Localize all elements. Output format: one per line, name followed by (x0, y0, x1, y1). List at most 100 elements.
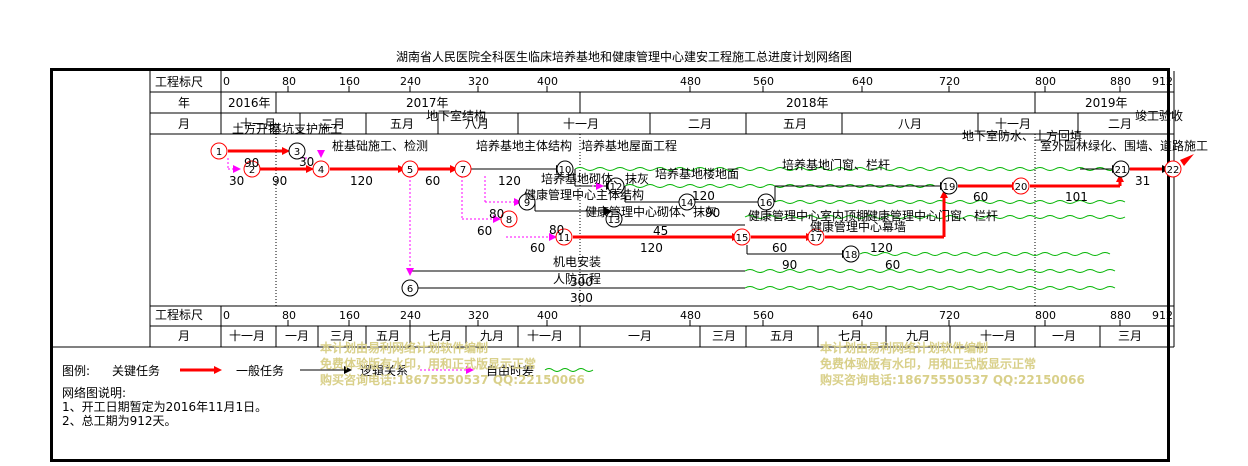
svg-text:480: 480 (680, 309, 701, 322)
node-13 (605, 210, 623, 228)
header-grid (53, 71, 1175, 348)
svg-text:9: 9 (524, 198, 530, 209)
svg-text:七月: 七月 (428, 329, 452, 343)
svg-text:一月: 一月 (285, 329, 309, 343)
legend-title: 图例: (62, 364, 91, 378)
task-label: 室外园林绿化、围墙、道路施工 (1040, 138, 1208, 153)
svg-text:4: 4 (318, 165, 324, 176)
svg-text:90: 90 (272, 174, 287, 188)
node-20 (1012, 177, 1030, 195)
node-4 (312, 160, 330, 178)
node-16 (757, 193, 775, 211)
year-label: 年 (178, 96, 190, 110)
svg-text:19: 19 (943, 182, 956, 193)
svg-text:八月: 八月 (898, 117, 922, 131)
logic-relations (227, 157, 600, 270)
svg-text:三月: 三月 (330, 329, 354, 343)
notes: 网络图说明: 1、开工日期暂定为2016年11月1日。 2、总工期为912天。 (62, 386, 267, 428)
scale-ticks (220, 86, 1121, 326)
svg-text:17: 17 (810, 233, 823, 244)
svg-text:12: 12 (610, 182, 623, 193)
watermark-right: 本计划由易利网络计划软件编制 免费体验版有水印，用和正式版显示正常 购买咨询电话… (820, 341, 1085, 387)
node-2 (243, 160, 261, 178)
free-float-lines (574, 167, 1126, 290)
task-label: 健康管理中心砌体、抹灰 (585, 204, 717, 219)
node-9 (518, 193, 536, 211)
svg-text:640: 640 (852, 75, 873, 88)
svg-text:16: 16 (760, 198, 773, 209)
svg-text:七月: 七月 (838, 329, 862, 343)
svg-text:60: 60 (530, 241, 545, 255)
node-8 (500, 210, 518, 228)
svg-text:300: 300 (570, 275, 593, 289)
svg-text:60: 60 (885, 258, 900, 272)
task-label: 培养基地楼地面 (655, 166, 739, 181)
svg-text:十一月: 十一月 (980, 329, 1016, 343)
task-label: 竣工验收 (1135, 108, 1183, 123)
svg-text:800: 800 (1035, 309, 1056, 322)
scale-tick-labels-top: 0 80 160 240 320 400 480 560 640 720 800… (223, 75, 1173, 88)
svg-text:120: 120 (350, 174, 373, 188)
legend-logic-label: 逻辑关系 (360, 364, 409, 378)
critical-task-arrows (228, 149, 1162, 239)
svg-text:一月: 一月 (1052, 329, 1076, 343)
svg-text:31: 31 (1135, 174, 1150, 188)
task-label: 健康管理中心室内顶棚 (748, 208, 868, 223)
svg-text:80: 80 (489, 207, 504, 221)
legend-general-label: 一般任务 (236, 364, 285, 378)
scale-tick-labels-bottom: 0 80 160 240 320 400 480 560 640 720 800… (223, 309, 1173, 322)
task-label: 培养基地主体结构 (476, 138, 572, 153)
svg-text:320: 320 (468, 75, 489, 88)
svg-text:八月: 八月 (465, 117, 489, 131)
node-15 (733, 228, 751, 246)
svg-text:912: 912 (1152, 75, 1173, 88)
svg-text:21: 21 (1115, 165, 1128, 176)
svg-text:160: 160 (339, 75, 360, 88)
svg-text:十一月: 十一月 (240, 117, 276, 131)
svg-text:240: 240 (400, 309, 421, 322)
month-label-bottom: 月 (178, 329, 190, 343)
task-labels: 土方开挖 30 基坑支护施工 30 90 90 桩基础施工、检测 120 地下室… (229, 108, 1208, 305)
notes-heading: 网络图说明: (62, 386, 127, 400)
svg-text:90: 90 (705, 206, 720, 220)
svg-text:18: 18 (845, 250, 858, 261)
svg-text:90: 90 (244, 156, 259, 170)
svg-text:80: 80 (549, 223, 564, 237)
task-label: 地下室防水、土方回填 (962, 128, 1082, 143)
svg-text:560: 560 (753, 75, 774, 88)
svg-text:120: 120 (498, 174, 521, 188)
svg-text:400: 400 (537, 309, 558, 322)
svg-text:5: 5 (407, 165, 413, 176)
month-cells-bottom: 十一月 一月 三月 五月 七月 九月 十一月 一月 三月 五月 七月 九月 十一… (229, 329, 1142, 343)
svg-text:22: 22 (1167, 165, 1180, 176)
node-12 (607, 177, 625, 195)
svg-text:60: 60 (973, 190, 988, 204)
scale-label-top: 工程标尺 (155, 74, 203, 89)
svg-text:80: 80 (282, 75, 296, 88)
svg-text:2: 2 (249, 165, 255, 176)
header-labels: 工程标尺 年 月 工程标尺 月 (155, 74, 203, 343)
scale-label-bottom: 工程标尺 (155, 307, 203, 322)
svg-text:五月: 五月 (376, 329, 400, 343)
svg-text:80: 80 (282, 309, 296, 322)
svg-text:三月: 三月 (712, 329, 736, 343)
svg-text:0: 0 (223, 75, 230, 88)
task-label: 人防工程 (553, 271, 601, 286)
svg-text:10: 10 (559, 165, 572, 176)
task-label: 土方开挖 (232, 121, 280, 136)
svg-text:8: 8 (506, 215, 512, 226)
node-22 (1164, 160, 1182, 178)
svg-text:九月: 九月 (480, 329, 504, 343)
node-5 (401, 160, 419, 178)
task-label: 健康管理中心主体结构 (524, 187, 644, 202)
node-17 (807, 228, 825, 246)
svg-text:3: 3 (294, 147, 300, 158)
svg-text:五月: 五月 (783, 117, 807, 131)
legend-critical-label: 关键任务 (112, 364, 161, 378)
svg-text:880: 880 (1110, 309, 1131, 322)
task-label: 健康管理中心门窗、栏杆 (866, 208, 998, 223)
svg-text:15: 15 (736, 233, 749, 244)
svg-text:二月: 二月 (321, 117, 345, 131)
svg-text:45: 45 (653, 224, 668, 238)
svg-text:2018年: 2018年 (786, 96, 829, 110)
